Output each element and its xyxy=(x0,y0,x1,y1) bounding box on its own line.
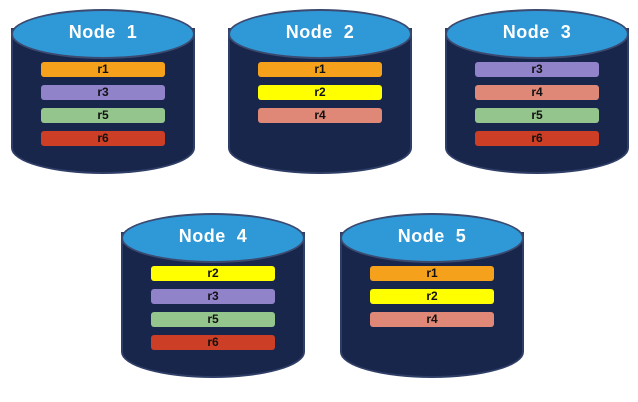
cylinder-top-ellipse xyxy=(340,213,524,263)
node-2[interactable]: Node 2 r1 r2 r4 xyxy=(225,6,415,192)
shard-bar[interactable]: r1 xyxy=(370,266,494,281)
shard-bar[interactable]: r2 xyxy=(258,85,382,100)
shard-list: r2 r3 r5 r6 xyxy=(118,266,308,350)
database-cylinder-icon xyxy=(225,6,415,192)
database-cylinder-icon xyxy=(118,210,308,396)
node-label: Node 4 xyxy=(178,226,248,246)
shard-bar[interactable]: r6 xyxy=(41,131,165,146)
database-cylinder-icon xyxy=(442,6,632,192)
cylinder-top-ellipse xyxy=(228,9,412,59)
cylinder-top-ellipse xyxy=(121,213,305,263)
shard-list: r3 r4 r5 r6 xyxy=(442,62,632,146)
cylinder-top-ellipse xyxy=(11,9,195,59)
database-cylinder-icon xyxy=(8,6,198,192)
shard-list: r1 r3 r5 r6 xyxy=(8,62,198,146)
node-3[interactable]: Node 3 r3 r4 r5 r6 xyxy=(442,6,632,192)
shard-bar[interactable]: r3 xyxy=(41,85,165,100)
shard-bar[interactable]: r3 xyxy=(151,289,275,304)
shard-list: r1 r2 r4 xyxy=(337,266,527,327)
shard-bar[interactable]: r4 xyxy=(370,312,494,327)
shard-bar[interactable]: r5 xyxy=(151,312,275,327)
node-label: Node 5 xyxy=(397,226,467,246)
shard-bar[interactable]: r1 xyxy=(258,62,382,77)
cylinder-top-ellipse xyxy=(445,9,629,59)
node-5[interactable]: Node 5 r1 r2 r4 xyxy=(337,210,527,396)
shard-list: r1 r2 r4 xyxy=(225,62,415,123)
shard-bar[interactable]: r5 xyxy=(475,108,599,123)
node-4[interactable]: Node 4 r2 r3 r5 r6 xyxy=(118,210,308,396)
shard-bar[interactable]: r4 xyxy=(258,108,382,123)
node-label: Node 1 xyxy=(68,22,138,42)
shard-bar[interactable]: r4 xyxy=(475,85,599,100)
shard-bar[interactable]: r6 xyxy=(475,131,599,146)
shard-bar[interactable]: r2 xyxy=(151,266,275,281)
shard-bar[interactable]: r6 xyxy=(151,335,275,350)
database-cylinder-icon xyxy=(337,210,527,396)
shard-bar[interactable]: r1 xyxy=(41,62,165,77)
node-label: Node 2 xyxy=(285,22,355,42)
node-1[interactable]: Node 1 r1 r3 r5 r6 xyxy=(8,6,198,192)
shard-bar[interactable]: r2 xyxy=(370,289,494,304)
shard-bar[interactable]: r5 xyxy=(41,108,165,123)
shard-bar[interactable]: r3 xyxy=(475,62,599,77)
node-label: Node 3 xyxy=(502,22,572,42)
